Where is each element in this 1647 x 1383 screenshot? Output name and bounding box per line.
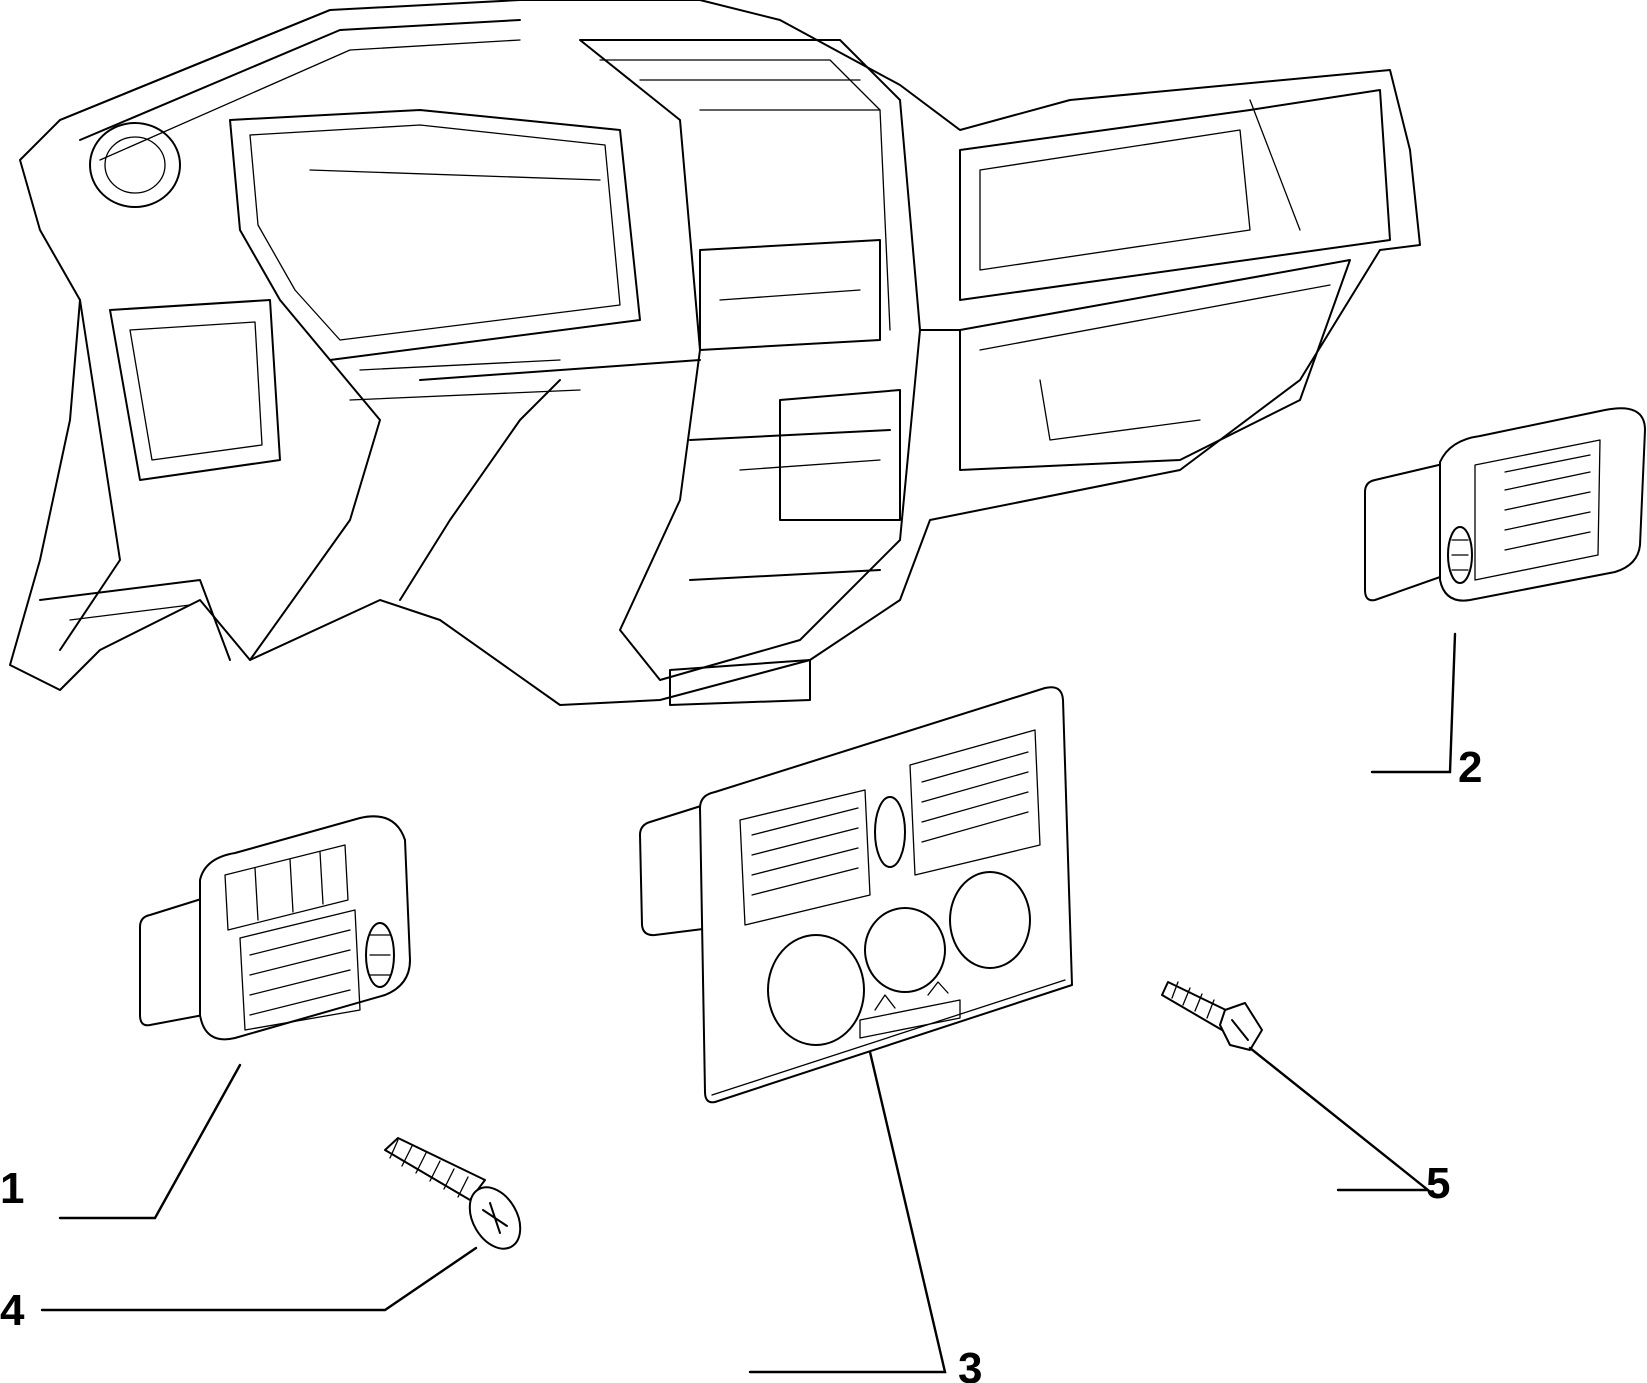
callout-2: 2: [1458, 743, 1482, 792]
screw-countersunk: [384, 1137, 522, 1250]
air-vent-left: [139, 815, 411, 1041]
callout-1: 1: [0, 1164, 24, 1213]
leader-1: [58, 1063, 242, 1220]
callout-5: 5: [1426, 1159, 1450, 1208]
leader-3: [748, 1050, 947, 1374]
leader-2: [1370, 632, 1457, 774]
dashboard-assembly: [9, 0, 1421, 706]
air-vent-right: [1364, 407, 1646, 602]
callout-3: 3: [958, 1344, 982, 1383]
leader-lines: [40, 632, 1457, 1374]
center-bezel-panel: [639, 686, 1073, 1104]
screw-hex: [1161, 981, 1263, 1051]
callout-4: 4: [0, 1286, 25, 1335]
callout-labels: 1 2 3 4 5: [0, 743, 1482, 1383]
leader-4: [40, 1246, 478, 1312]
leader-5: [1248, 1046, 1432, 1192]
